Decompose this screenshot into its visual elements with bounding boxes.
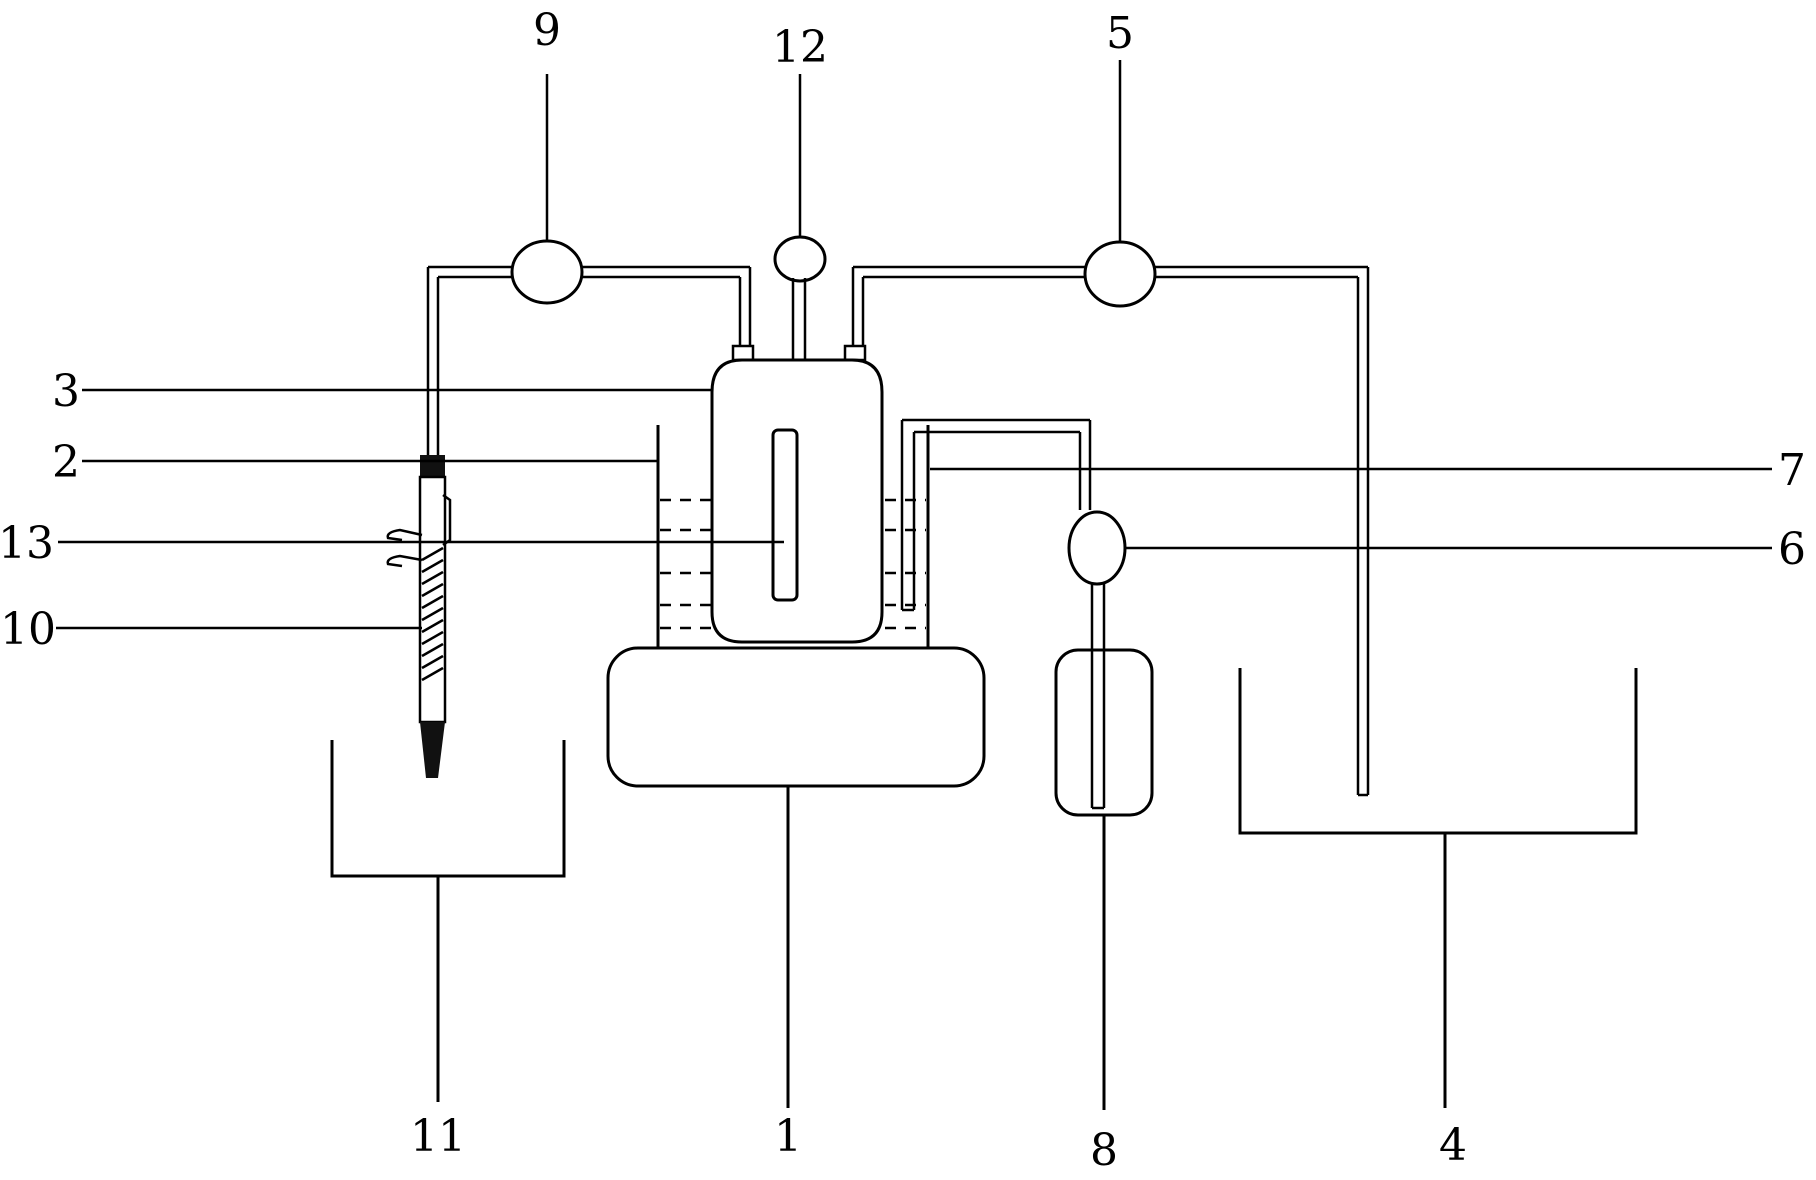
- coil-pattern: [421, 546, 444, 682]
- label-11: 11: [410, 1111, 466, 1162]
- leader-lines: [56, 60, 1772, 630]
- reaction-bottle: [710, 344, 884, 644]
- label-2: 2: [52, 437, 80, 488]
- condenser-tube: [386, 455, 452, 778]
- label-13: 13: [0, 518, 54, 569]
- label-3: 3: [52, 366, 80, 417]
- left-gas-line: [426, 239, 752, 455]
- lower-valve-and-vessel: [1054, 510, 1154, 1110]
- label-10: 10: [0, 604, 56, 655]
- heater-base: [606, 646, 986, 1108]
- top-valve-line: [773, 235, 827, 360]
- label-1: 1: [774, 1111, 802, 1162]
- label-4: 4: [1439, 1120, 1467, 1171]
- u-tube: [900, 418, 1092, 612]
- label-6: 6: [1778, 524, 1806, 575]
- labels: 9 12 5 3 2 13 10 7 6 11 1 8 4: [0, 5, 1806, 1176]
- label-7: 7: [1778, 445, 1806, 496]
- label-12: 12: [772, 22, 828, 73]
- receiving-beaker: [330, 740, 566, 1102]
- water-bath-beaker: [656, 425, 930, 648]
- right-gas-line: [851, 240, 1370, 797]
- label-5: 5: [1106, 8, 1134, 59]
- label-8: 8: [1090, 1125, 1118, 1176]
- label-9: 9: [533, 5, 561, 56]
- collection-tank: [1238, 668, 1638, 1108]
